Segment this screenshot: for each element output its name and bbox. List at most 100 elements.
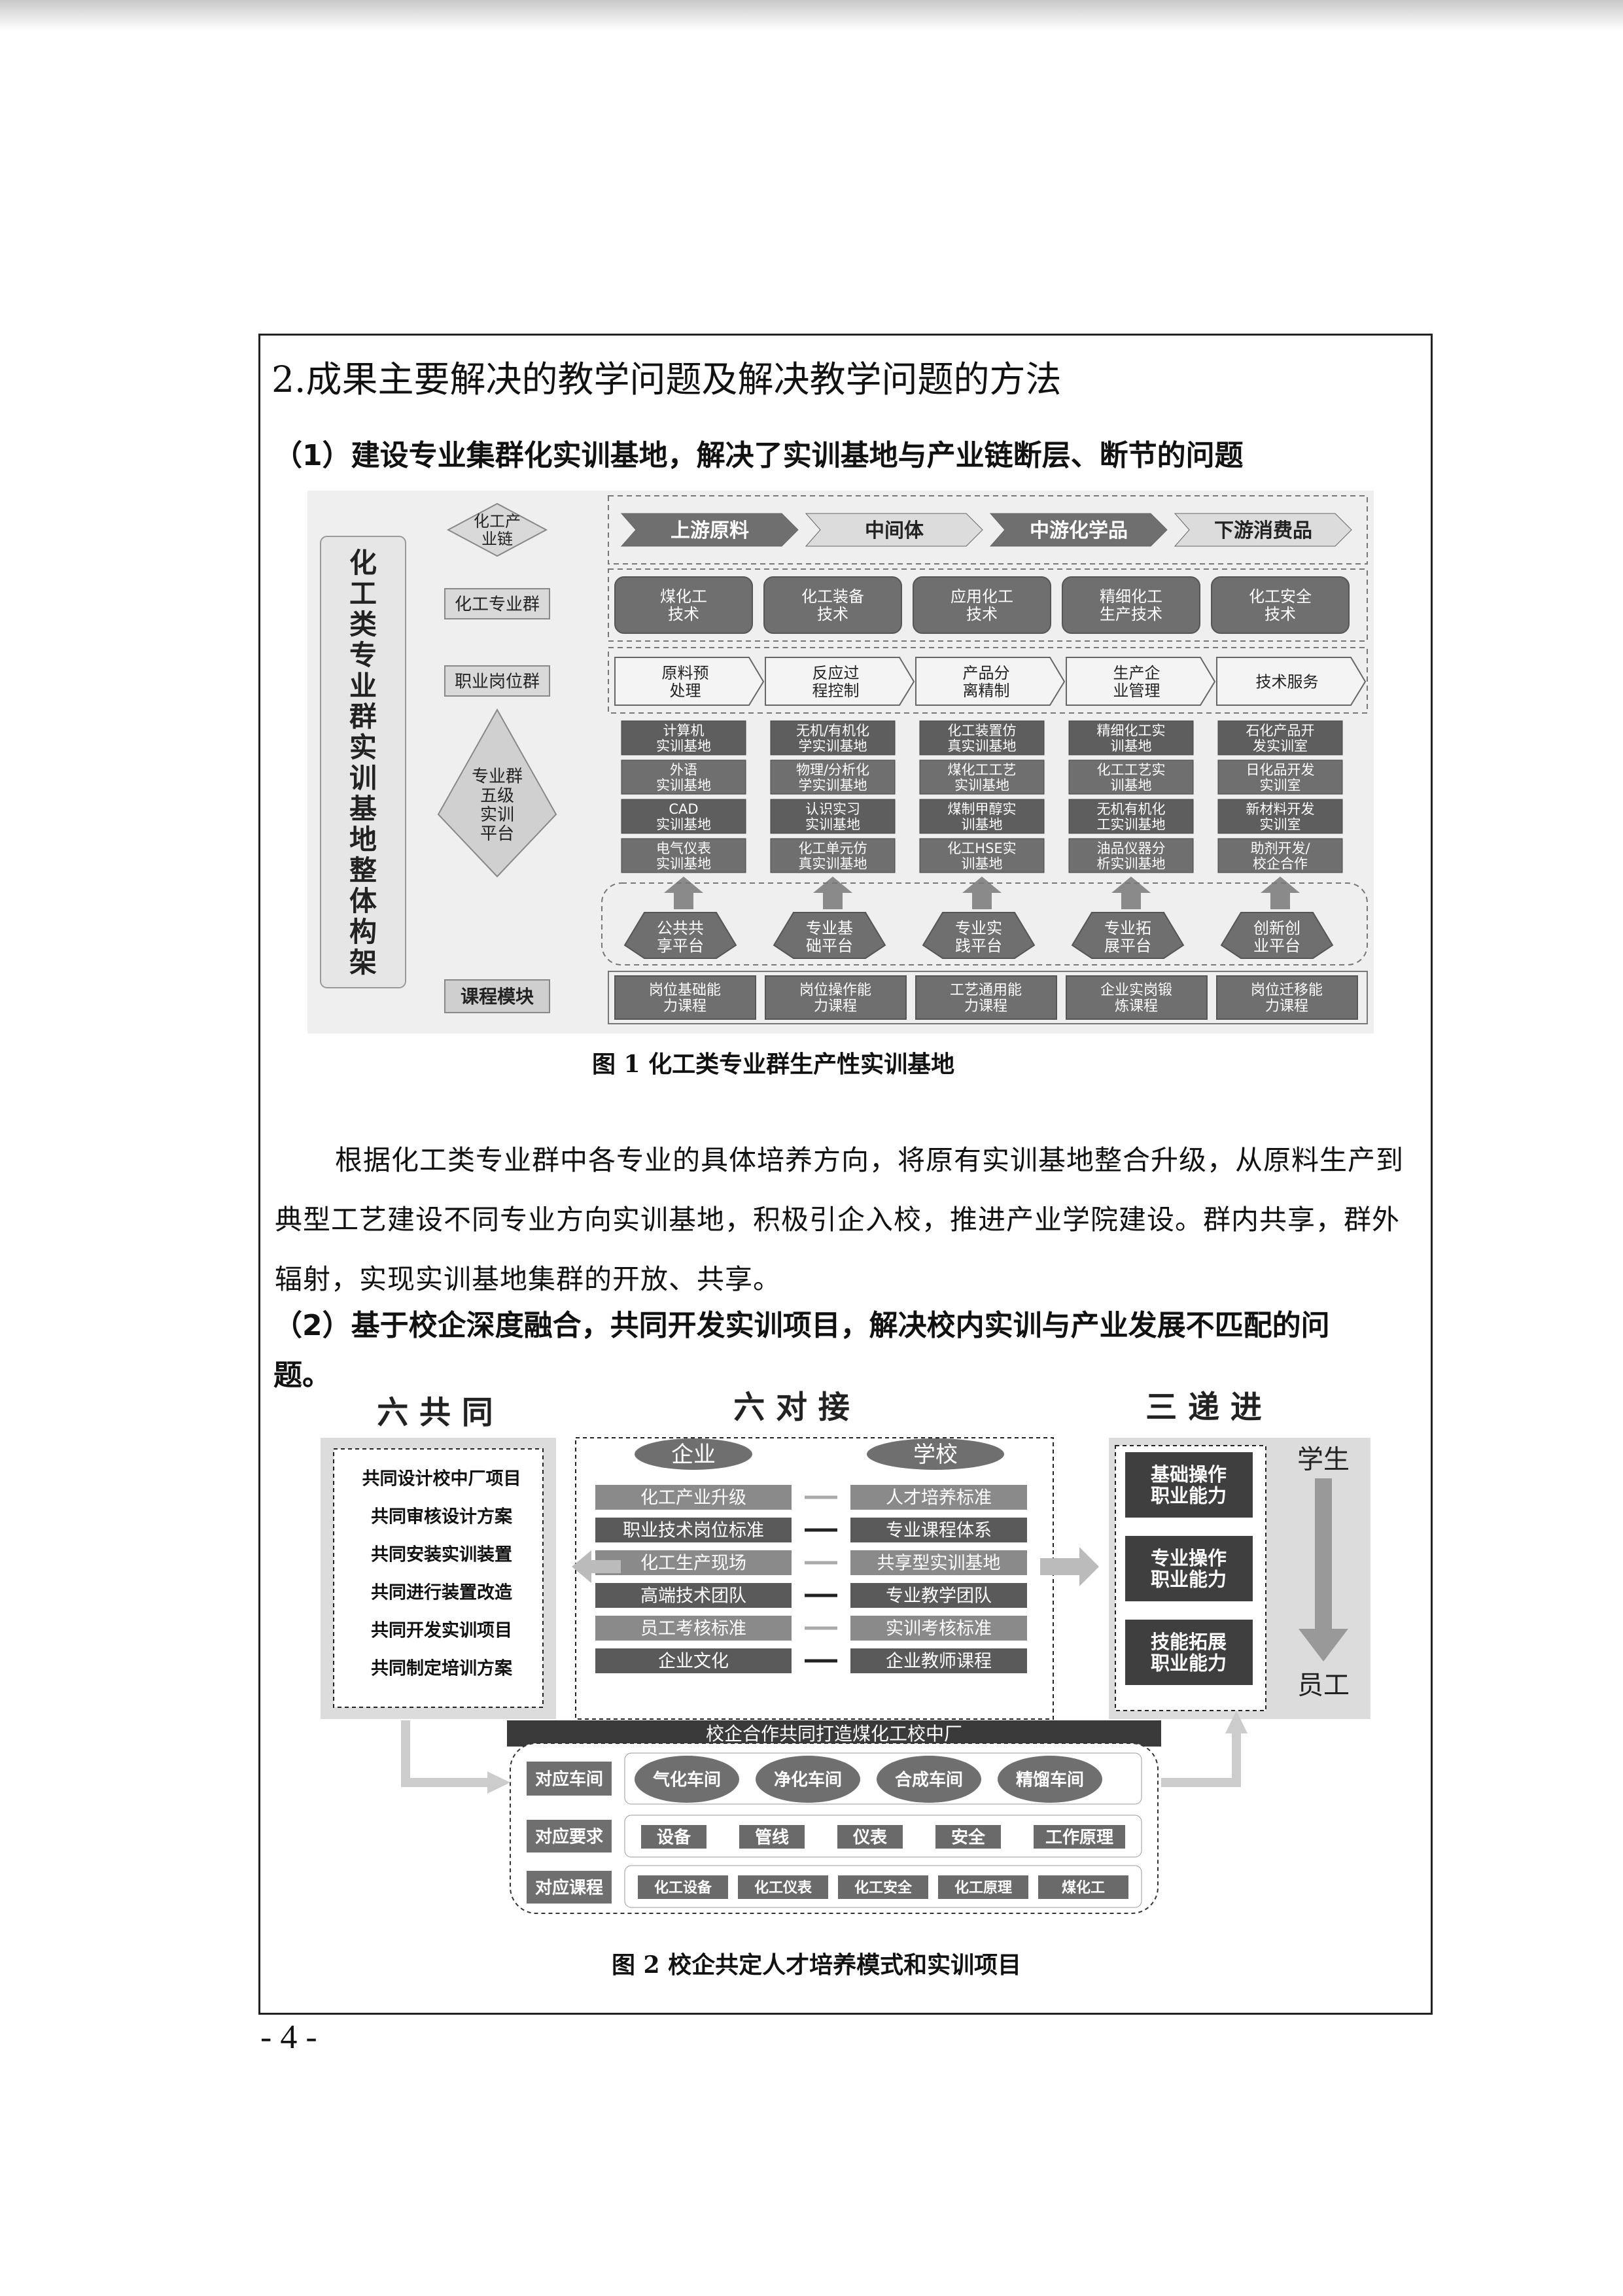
- post-label-text: 离精制: [963, 682, 1010, 700]
- school-item-box: [850, 1583, 1027, 1608]
- workshop-oval: [998, 1756, 1102, 1803]
- post-label-text: 技术服务: [1256, 673, 1319, 691]
- req-row-frame: [624, 1815, 1142, 1858]
- up-arrow: [1261, 877, 1300, 909]
- vertical-title-char: 类: [349, 608, 377, 640]
- school-item: 专业课程体系: [886, 1521, 992, 1541]
- major-label: 生产技术: [1100, 605, 1162, 623]
- base-box: [1068, 759, 1194, 795]
- post-label-text: 原料预: [662, 664, 709, 682]
- vertical-title-char: 整: [349, 854, 377, 886]
- base-box: [770, 838, 896, 873]
- base-label: 精细化工实: [1097, 723, 1166, 739]
- base-label: 训基地: [1111, 777, 1152, 793]
- platform-label: 平台: [480, 824, 514, 844]
- up-arrow: [813, 877, 852, 909]
- post-label-text: 处理: [670, 682, 701, 700]
- base-label: 实训基地: [656, 777, 711, 793]
- workshop-oval: [756, 1756, 860, 1803]
- base-label: 真实训基地: [948, 738, 1017, 754]
- enterprise-item: 化工生产现场: [640, 1554, 746, 1574]
- figure-2-caption: 图 2 校企共定人才培养模式和实训项目: [612, 1951, 1022, 1979]
- school-item-box: [850, 1550, 1027, 1575]
- base-box: [1217, 838, 1343, 873]
- platforms-row-frame: [601, 882, 1368, 965]
- school-item: 专业教学团队: [886, 1586, 992, 1607]
- platform-label-text: 享平台: [657, 937, 704, 955]
- base-box: [1217, 759, 1343, 795]
- chain-label: 化工产: [474, 512, 521, 531]
- courses-row-frame: [608, 971, 1368, 1024]
- base-box: [919, 799, 1045, 834]
- chain-label-text: 中游化学品: [1030, 519, 1128, 542]
- right-connector-head: [1225, 1711, 1248, 1733]
- base-box: [1068, 838, 1194, 873]
- major-label: 技术: [1265, 605, 1296, 623]
- base-box: [621, 759, 746, 795]
- req-label-box: [527, 1820, 612, 1852]
- step-box: [1125, 1620, 1253, 1685]
- step-box: [1125, 1536, 1253, 1601]
- course-item-box: [838, 1875, 928, 1899]
- workshop-label-box: [527, 1762, 612, 1796]
- group-label: 化工专业群: [455, 595, 540, 614]
- figure-1-caption: 图 1 化工类专业群生产性实训基地: [592, 1051, 955, 1078]
- six-common-item: 共同安装实训装置: [371, 1544, 512, 1565]
- left-connector: [401, 1720, 491, 1787]
- base-label: 实训基地: [656, 816, 711, 832]
- workshop-oval: [877, 1756, 981, 1803]
- course-label-text: 企业实岗锻: [1100, 983, 1172, 999]
- base-label: 无机有机化: [1097, 801, 1166, 817]
- subheading-1: （1）建设专业集群化实训基地，解决了实训基地与产业链断层、断节的问题: [273, 439, 1244, 472]
- base-box: [1217, 799, 1343, 834]
- figure-2-school-enterprise-diagram: 六 共 同六 对 接三 递 进共同设计校中厂项目共同审核设计方案共同安装实训装置…: [321, 1389, 1370, 1914]
- base-label: 真实训基地: [799, 856, 867, 871]
- up-arrow: [664, 877, 703, 909]
- major-label: 化工安全: [1249, 587, 1312, 606]
- major-label: 技术: [817, 605, 848, 623]
- base-label: 析实训基地: [1097, 856, 1166, 871]
- base-label: 实训基地: [656, 738, 711, 754]
- course-item: 化工设备: [654, 1879, 712, 1896]
- content-frame: [258, 334, 1433, 2015]
- post-label-text: 产品分: [963, 664, 1010, 682]
- step-label: 专业操作: [1151, 1547, 1227, 1569]
- major-label: 应用化工: [951, 587, 1013, 606]
- base-label: 煤制甲醇实: [948, 801, 1017, 817]
- base-label: 实训基地: [656, 856, 711, 871]
- platform-hexagon: [1220, 912, 1334, 959]
- student-label: 学生: [1297, 1444, 1350, 1474]
- major-box: [1211, 576, 1350, 634]
- platform-label-text: 础平台: [806, 937, 853, 955]
- base-label: 日化品开发: [1246, 762, 1315, 778]
- major-label: 技术: [668, 605, 699, 623]
- heading-six-dock: 六 对 接: [733, 1389, 849, 1425]
- post-arrow: [765, 657, 915, 706]
- base-label: 物理/分析化: [796, 762, 869, 778]
- scan-top-shadow: [0, 0, 1623, 30]
- course-item-box: [638, 1875, 728, 1899]
- arrow-to-left: [572, 1550, 621, 1583]
- enterprise-item-box: [595, 1485, 792, 1510]
- platform-label-diamond: [437, 708, 557, 878]
- enterprise-label: 企业: [671, 1442, 716, 1468]
- base-label: 化工工艺实: [1097, 762, 1166, 778]
- heading-six-common: 六 共 同: [377, 1394, 493, 1431]
- course-label-text: 力课程: [814, 998, 857, 1015]
- base-label: 认识实习: [805, 801, 860, 817]
- course-box: [765, 975, 907, 1020]
- base-label: 学实训基地: [799, 777, 867, 793]
- up-arrow: [1111, 877, 1151, 909]
- platform-label-text: 展平台: [1104, 937, 1151, 955]
- student-to-employee-arrow: [1299, 1478, 1348, 1661]
- base-label: 实训基地: [805, 816, 860, 832]
- req-item: 仪表: [852, 1828, 888, 1847]
- major-label: 技术: [966, 605, 998, 623]
- subheading-2-line-2: 题。: [273, 1359, 331, 1392]
- school-item: 共享型实训基地: [877, 1554, 1001, 1574]
- major-box: [763, 576, 902, 634]
- base-label: 化工单元仿: [799, 841, 867, 856]
- major-box: [1062, 576, 1200, 634]
- six-common-item: 共同审核设计方案: [371, 1506, 513, 1527]
- post-arrow: [915, 657, 1066, 706]
